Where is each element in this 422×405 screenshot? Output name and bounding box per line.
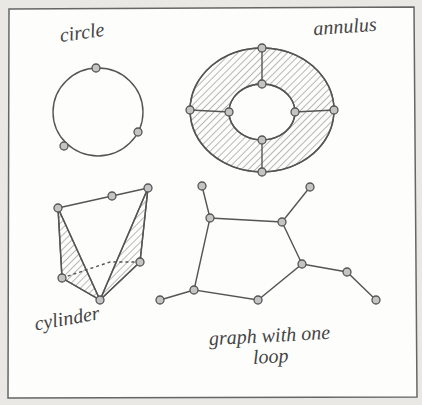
annulus-outer <box>190 48 334 172</box>
cylinder-edge <box>140 188 148 262</box>
vertex <box>60 142 68 150</box>
vertex <box>258 168 266 176</box>
cylinder-edge <box>100 188 148 300</box>
annulus-inner <box>229 84 295 140</box>
frame-border <box>8 7 417 398</box>
cylinder-bottom <box>62 262 140 300</box>
vertex <box>254 296 262 304</box>
graph-edge <box>202 186 210 218</box>
vertex <box>306 183 314 191</box>
graph-edge <box>282 187 310 222</box>
vertex <box>134 128 142 136</box>
vertex <box>206 214 214 222</box>
cylinder-face <box>100 188 148 300</box>
figure-label: graph with one loop <box>204 322 336 371</box>
vertex <box>225 108 233 116</box>
vertex <box>258 44 266 52</box>
vertex <box>58 274 66 282</box>
cylinder-face <box>58 208 100 300</box>
annulus-edge <box>261 140 262 172</box>
graph-loop <box>194 218 302 300</box>
annulus-edge <box>190 110 229 112</box>
vertex <box>372 296 380 304</box>
vertex <box>278 218 286 226</box>
cylinder-edge <box>58 208 100 300</box>
vertex <box>190 286 198 294</box>
vertex <box>136 258 144 266</box>
vertex <box>198 182 206 190</box>
annulus-ring <box>190 48 334 172</box>
graph-edge <box>302 264 376 300</box>
vertex <box>92 64 100 72</box>
vertex <box>258 136 266 144</box>
vertex <box>343 268 351 276</box>
vertex <box>258 80 266 88</box>
cylinder-top <box>58 188 148 208</box>
vertex <box>186 106 194 114</box>
vertex <box>144 184 152 192</box>
cylinder-hidden-edge <box>62 262 140 278</box>
vertex <box>291 108 299 116</box>
vertex <box>108 192 116 200</box>
vertex <box>54 204 62 212</box>
annulus-edge <box>295 110 334 112</box>
circle-outline <box>53 68 143 156</box>
cylinder-edge <box>58 208 62 278</box>
annulus-edge <box>261 48 262 84</box>
graph-edge <box>160 290 194 300</box>
vertex <box>156 296 164 304</box>
vertex <box>298 260 306 268</box>
vertex <box>330 106 338 114</box>
